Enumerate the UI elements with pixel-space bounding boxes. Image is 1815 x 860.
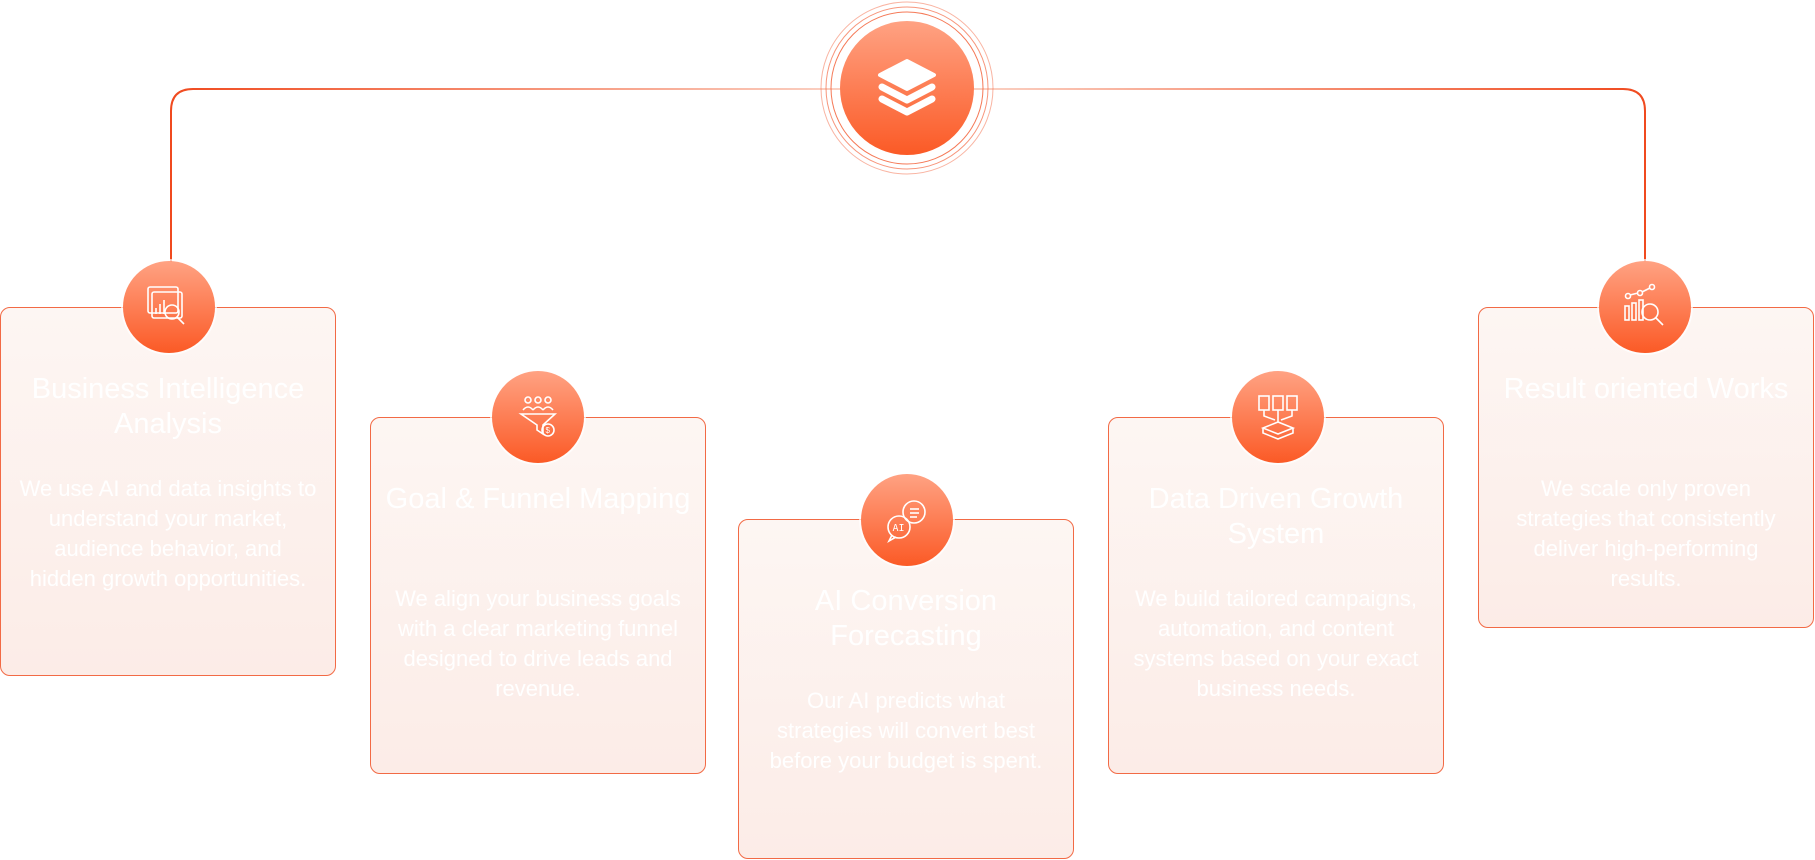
results-chart-icon [1624, 283, 1664, 326]
hub-layers-button [840, 21, 974, 155]
card-badge: $ [492, 371, 584, 463]
card-title: Result oriented Works [1503, 373, 1789, 405]
layers-icon [878, 59, 936, 116]
card-body: Our AI predicts what strategies will con… [769, 688, 1043, 773]
card-business-intelligence: Business Intelligence Analysis We use AI… [0, 307, 336, 676]
card-data-driven: Data Driven Growth System We build tailo… [1108, 417, 1444, 774]
card-ai-conversion: AI Conversion Forecasting Our AI predict… [738, 519, 1074, 859]
card-body: We build tailored campaigns, automation,… [1133, 586, 1419, 701]
svg-text:AI: AI [893, 523, 905, 534]
funnel-people-icon: $ [518, 396, 558, 437]
card-body: We scale only proven strategies that con… [1516, 476, 1776, 591]
card-title: Goal & Funnel Mapping [385, 483, 691, 515]
card-badge [123, 261, 215, 353]
card-goal-funnel: Goal & Funnel Mapping We align your busi… [370, 417, 706, 774]
card-badge: AI [861, 474, 953, 566]
data-system-icon [1258, 395, 1298, 440]
card-result-oriented: Result oriented Works We scale only prov… [1478, 307, 1814, 628]
card-badge [1232, 371, 1324, 463]
card-badge [1599, 261, 1691, 353]
svg-text:$: $ [546, 426, 551, 435]
card-title: Business Intelligence Analysis [31, 373, 305, 440]
card-body: We use AI and data insights to understan… [19, 476, 317, 591]
card-body: We align your business goals with a clea… [395, 586, 681, 701]
ai-chat-icon: AI [887, 500, 926, 544]
card-title: Data Driven Growth System [1148, 483, 1404, 550]
card-title: AI Conversion Forecasting [814, 585, 998, 652]
analytics-search-icon [147, 286, 185, 325]
